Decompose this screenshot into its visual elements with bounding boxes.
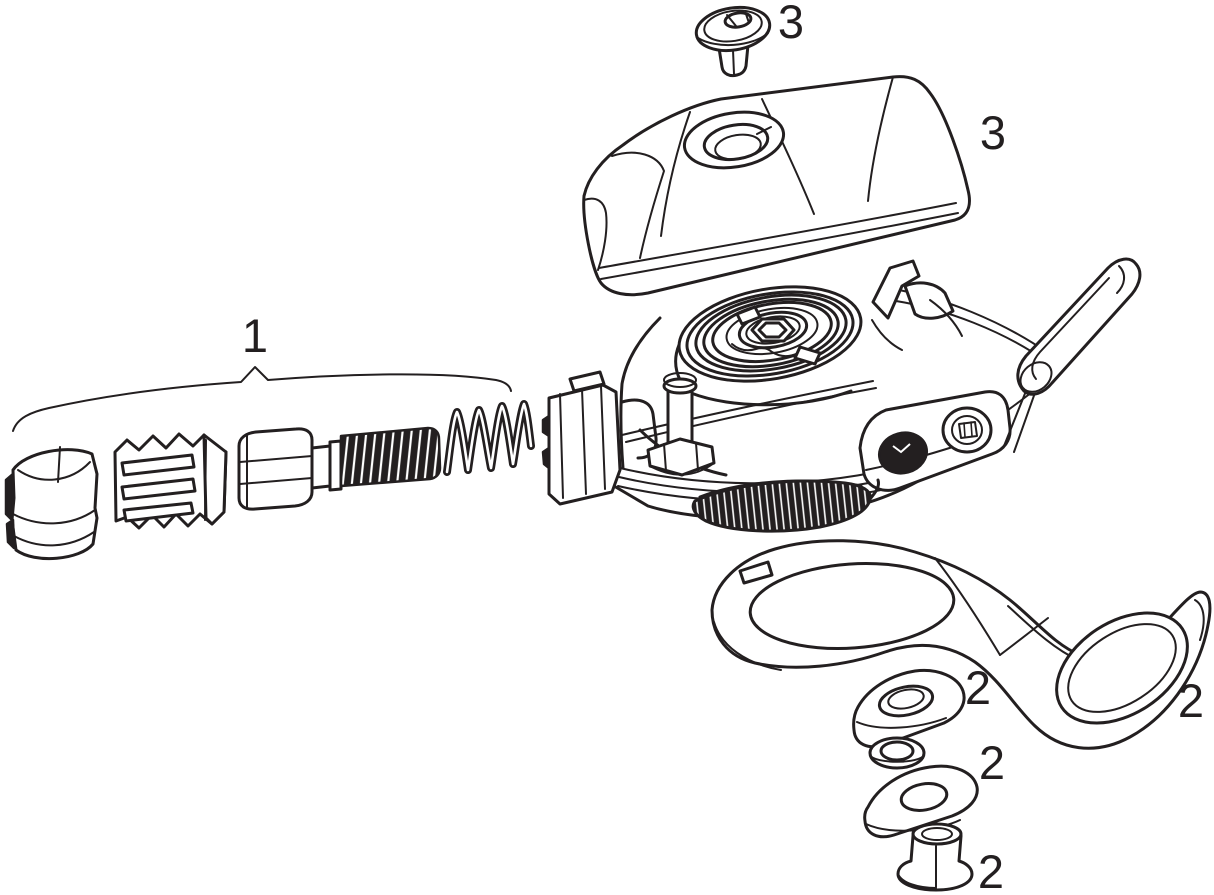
clamp-bolt-icon bbox=[896, 822, 974, 892]
adjuster-spring-icon bbox=[443, 400, 535, 476]
clamp-nut-icon bbox=[852, 668, 966, 749]
part-labels: 1 3 3 2 2 2 2 bbox=[242, 0, 1204, 895]
shifter-body-icon bbox=[541, 257, 1142, 533]
clamp-lever-icon bbox=[710, 539, 1212, 750]
label-2-washer: 2 bbox=[979, 736, 1005, 789]
top-cover-icon bbox=[582, 75, 971, 297]
clamp-plate-icon bbox=[863, 764, 979, 839]
label-2-bolt: 2 bbox=[978, 845, 1004, 895]
adjuster-knob-icon bbox=[4, 446, 99, 561]
part1-brace bbox=[12, 366, 512, 432]
adjuster-bolt-icon bbox=[237, 426, 442, 511]
label-2-lever: 2 bbox=[1178, 674, 1204, 727]
label-3-cover: 3 bbox=[980, 106, 1006, 159]
label-3-screw: 3 bbox=[778, 0, 804, 48]
label-1: 1 bbox=[242, 309, 268, 362]
spline-coupler-icon bbox=[113, 432, 228, 530]
cover-screw-icon bbox=[694, 5, 772, 78]
clamp-washer-icon bbox=[868, 736, 926, 770]
label-2-nut: 2 bbox=[965, 661, 991, 714]
